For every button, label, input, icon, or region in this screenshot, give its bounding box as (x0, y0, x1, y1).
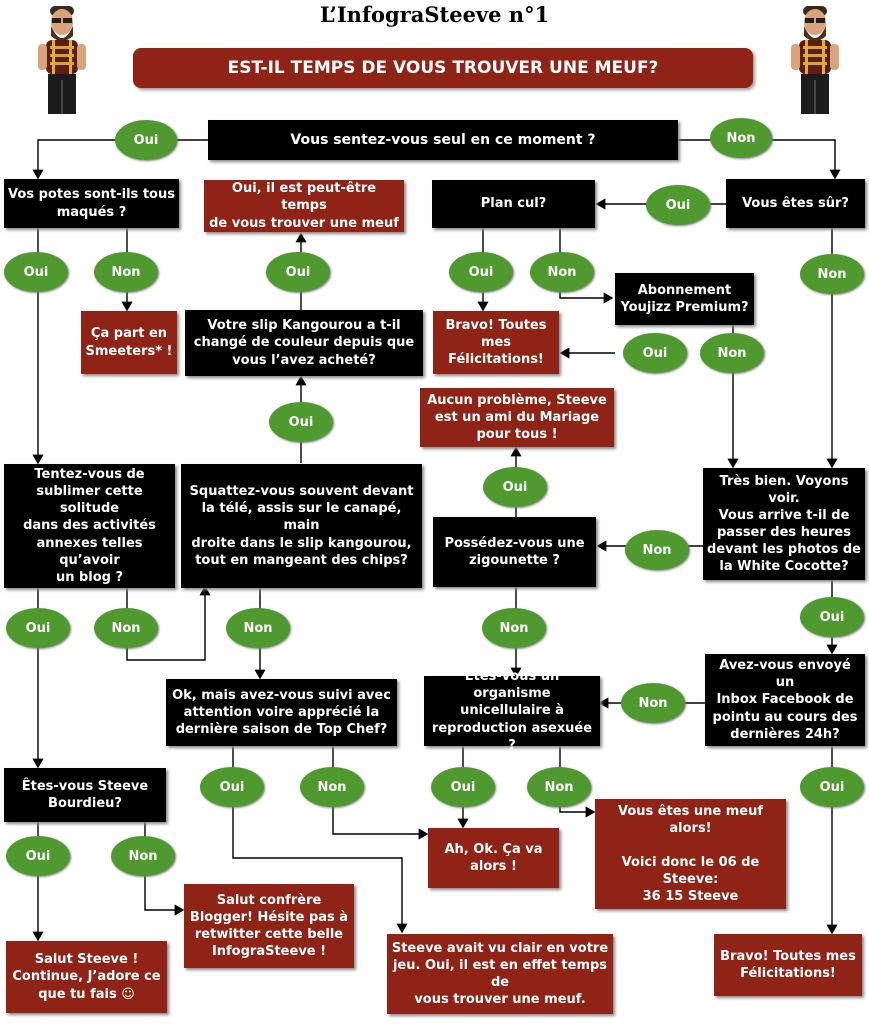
question-steeve-bourdieu: Êtes-vous Steeve Bourdieu? (4, 768, 166, 822)
question-unicellular: Êtes-vous un organisme unicellulaire à r… (424, 669, 600, 753)
answer-oui-q2: Oui (4, 252, 68, 292)
answer-oui-q3: Oui (646, 185, 710, 225)
answer-non-q5: Non (700, 333, 764, 373)
answer-oui-q12: Oui (431, 767, 495, 807)
result-time-to-find: Steeve avait vu clair en votre jeu. Oui,… (387, 934, 613, 1014)
answer-oui-q5: Oui (623, 333, 687, 373)
answer-non-q4: Non (530, 252, 594, 292)
question-sublimate-solitude: Tentez-vous de sublimer cette solitude d… (4, 464, 175, 588)
steeve-avatar-right (791, 6, 839, 114)
question-youjizz-premium: Abonnement Youjizz Premium? (615, 273, 754, 325)
question-slip-kangourou: Votre slip Kangourou a t-il changé de co… (185, 310, 423, 376)
result-smeeters: Ça part en Smeeters* ! (81, 311, 177, 374)
answer-non-q3: Non (800, 254, 864, 294)
steeve-avatar-left (38, 6, 86, 114)
answer-oui-q8: Oui (269, 402, 333, 442)
result-salut-steeve: Salut Steeve ! Continue, J’adore ce que … (6, 941, 167, 1013)
answer-oui-q13: Oui (800, 767, 864, 807)
result-congrats-2: Bravo! Toutes mes Félicitations! (714, 934, 862, 996)
answer-oui-q7: Oui (6, 608, 70, 648)
answer-non-q8: Non (226, 608, 290, 648)
answer-non-q10: Non (625, 530, 689, 570)
result-fellow-blogger: Salut confrère Blogger! Hésite pas à ret… (184, 884, 354, 968)
result-you-are-a-girl: Vous êtes une meuf alors! Voici donc le … (595, 799, 786, 909)
question-are-you-sure: Vous êtes sûr? (726, 179, 865, 228)
result-congrats-1: Bravo! Toutes mes Félicitations! (433, 311, 559, 374)
question-top-chef: Ok, mais avez-vous suivi avec attention … (166, 679, 397, 746)
answer-non-q1: Non (710, 118, 772, 158)
answer-non-q12: Non (527, 767, 591, 807)
answer-oui-q1: Oui (115, 120, 177, 160)
answer-non-q11: Non (300, 767, 364, 807)
question-inbox-facebook: Avez-vous envoyé un Inbox Facebook de po… (705, 654, 865, 746)
answer-oui-q14: Oui (6, 836, 70, 876)
result-ah-ok: Ah, Ok. Ça va alors ! (428, 828, 559, 888)
question-white-cocotte: Très bien. Voyons voir. Vous arrive t-il… (703, 468, 865, 580)
answer-non-q7: Non (94, 608, 158, 648)
question-squat-tv: Squattez-vous souvent devant la télé, as… (181, 464, 422, 588)
infographic-title: L’InfograSteeve n°1 (319, 2, 550, 27)
question-friends-taken: Vos potes sont-ils tous maqués ? (4, 179, 179, 228)
answer-oui-q6: Oui (266, 252, 330, 292)
answer-non-q9: Non (482, 608, 546, 648)
answer-oui-q10: Oui (800, 597, 864, 637)
result-maybe-time: Oui, il est peut-être temps de vous trou… (204, 180, 404, 232)
result-mariage-pour-tous: Aucun problème, Steeve est un ami du Mar… (420, 388, 614, 447)
answer-non-q2: Non (94, 252, 158, 292)
answer-non-q13: Non (621, 683, 685, 723)
question-plan-cul: Plan cul? (432, 180, 595, 228)
question-feel-alone: Vous sentez-vous seul en ce moment ? (208, 120, 678, 160)
answer-oui-q11: Oui (200, 767, 264, 807)
main-question-banner: EST-IL TEMPS DE VOUS TROUVER UNE MEUF? (133, 48, 753, 88)
answer-oui-q9: Oui (483, 467, 547, 507)
answer-oui-q4: Oui (449, 252, 513, 292)
question-zigounette: Possédez-vous une zigounette ? (433, 517, 596, 587)
answer-non-q14: Non (111, 836, 175, 876)
